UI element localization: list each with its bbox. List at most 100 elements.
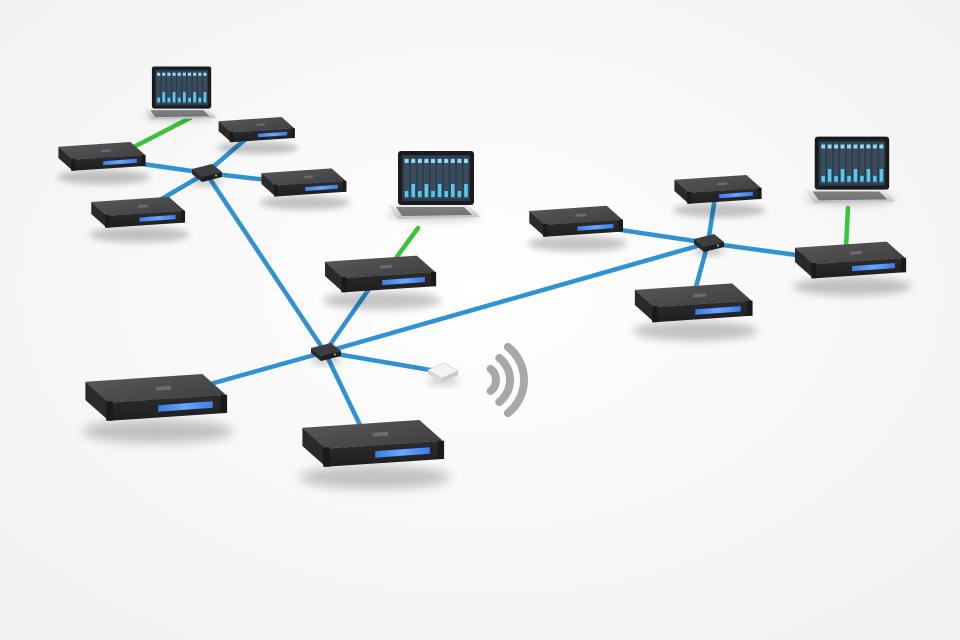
switch-top bbox=[311, 343, 341, 356]
device-shadow bbox=[82, 419, 234, 443]
mixer-channel-strip-icon bbox=[437, 157, 443, 199]
switch-top bbox=[192, 164, 222, 177]
audio-interface-d1 bbox=[56, 142, 150, 185]
device-side bbox=[674, 179, 689, 204]
rack-ear-icon bbox=[341, 277, 347, 293]
level-meter-icon bbox=[167, 97, 171, 103]
channel-knob-icon bbox=[182, 72, 186, 76]
mixer-channel-strip-icon bbox=[430, 157, 436, 199]
router-front bbox=[442, 371, 458, 382]
device-display bbox=[139, 214, 176, 222]
keyboard-icon bbox=[812, 191, 888, 201]
channel-knob-icon bbox=[417, 159, 422, 163]
rack-ear-icon bbox=[323, 447, 330, 467]
channel-knob-icon bbox=[444, 159, 449, 163]
audio-interface-d5 bbox=[322, 255, 442, 310]
channel-knob-icon bbox=[872, 144, 877, 149]
rack-ear-icon bbox=[180, 210, 186, 223]
level-meter-icon bbox=[840, 169, 845, 182]
channel-knob-icon bbox=[404, 159, 409, 163]
keyboard-icon bbox=[396, 207, 472, 216]
wifi-arc-2 bbox=[495, 353, 514, 407]
mixer-channel-strip-icon bbox=[852, 142, 859, 184]
level-meter-icon bbox=[424, 184, 429, 197]
switch-front bbox=[202, 172, 222, 182]
level-meter-icon bbox=[431, 191, 435, 197]
brand-logo-icon bbox=[137, 204, 149, 208]
brand-logo-icon bbox=[372, 431, 389, 437]
device-shadow bbox=[527, 235, 628, 252]
mixer-channel-strip-icon bbox=[202, 71, 207, 104]
mixer-channel-strip-icon bbox=[182, 71, 187, 104]
laptop-lt3 bbox=[804, 136, 896, 206]
rack-ear-icon bbox=[757, 187, 762, 199]
rack-ear-icon bbox=[437, 440, 445, 459]
channel-knob-icon bbox=[193, 72, 197, 76]
rack-ear-icon bbox=[618, 219, 624, 232]
device-side bbox=[85, 381, 109, 421]
device-shadow bbox=[259, 195, 351, 210]
brand-logo-icon bbox=[693, 293, 707, 298]
level-meter-icon bbox=[404, 191, 409, 197]
level-meter-icon bbox=[860, 175, 864, 182]
level-meter-icon bbox=[198, 97, 202, 103]
mixer-channel-strip-icon bbox=[423, 157, 429, 199]
switch-front bbox=[321, 351, 341, 361]
network-switch-sw1 bbox=[192, 164, 222, 185]
mixer-channel-strip-icon bbox=[463, 157, 469, 199]
mixer-channel-strip-icon bbox=[192, 71, 197, 104]
rack-ear-icon bbox=[901, 257, 907, 273]
device-side bbox=[261, 173, 276, 197]
channel-knob-icon bbox=[450, 159, 455, 163]
wifi-signal-icon bbox=[486, 342, 528, 418]
device-top bbox=[302, 420, 443, 449]
level-meter-icon bbox=[879, 169, 884, 182]
mixer-channel-strip-icon bbox=[820, 142, 826, 184]
audio-interface-d9 bbox=[672, 175, 766, 218]
rack-ear-icon bbox=[71, 158, 76, 171]
channel-knob-icon bbox=[424, 159, 429, 163]
mixer-channel-strip-icon bbox=[878, 142, 884, 184]
channel-knob-icon bbox=[187, 72, 192, 76]
level-meter-icon bbox=[182, 92, 186, 103]
switch-side bbox=[192, 169, 202, 182]
device-side bbox=[302, 427, 326, 467]
channel-knob-icon bbox=[162, 72, 166, 76]
level-meter-icon bbox=[411, 184, 415, 197]
mixer-channel-strip-icon bbox=[410, 157, 416, 199]
device-side bbox=[91, 201, 107, 228]
device-shadow bbox=[632, 321, 758, 341]
device-shadow bbox=[322, 291, 442, 310]
rack-ear-icon bbox=[652, 306, 658, 323]
device-shadow bbox=[56, 170, 150, 185]
audio-interface-d3 bbox=[259, 168, 351, 210]
device-top bbox=[674, 175, 761, 193]
device-display bbox=[577, 223, 614, 231]
level-meter-icon bbox=[177, 97, 181, 103]
channel-knob-icon bbox=[840, 144, 845, 149]
channel-knob-icon bbox=[834, 144, 839, 149]
device-display bbox=[305, 184, 338, 192]
channel-knob-icon bbox=[198, 72, 202, 76]
device-display bbox=[695, 306, 741, 315]
status-led-icon bbox=[334, 353, 336, 356]
rack-ear-icon bbox=[105, 214, 110, 228]
rack-ear-icon bbox=[141, 154, 146, 166]
device-shadow bbox=[672, 203, 766, 218]
wifi-arc-1 bbox=[486, 364, 500, 396]
rack-ear-icon bbox=[431, 271, 437, 287]
channel-knob-icon bbox=[827, 144, 832, 149]
router-side bbox=[428, 370, 442, 382]
device-top bbox=[261, 168, 346, 186]
channel-knob-icon bbox=[879, 144, 884, 149]
device-top bbox=[324, 255, 436, 279]
rack-ear-icon bbox=[106, 401, 113, 421]
level-meter-icon bbox=[157, 97, 161, 103]
mixer-channel-strip-icon bbox=[166, 71, 171, 104]
mixer-channel-strip-icon bbox=[865, 142, 871, 184]
mixer-channel-strip-icon bbox=[827, 142, 833, 184]
channel-knob-icon bbox=[167, 72, 171, 76]
network-switch-sw3 bbox=[694, 234, 724, 255]
audio-interface-d7 bbox=[299, 420, 451, 489]
